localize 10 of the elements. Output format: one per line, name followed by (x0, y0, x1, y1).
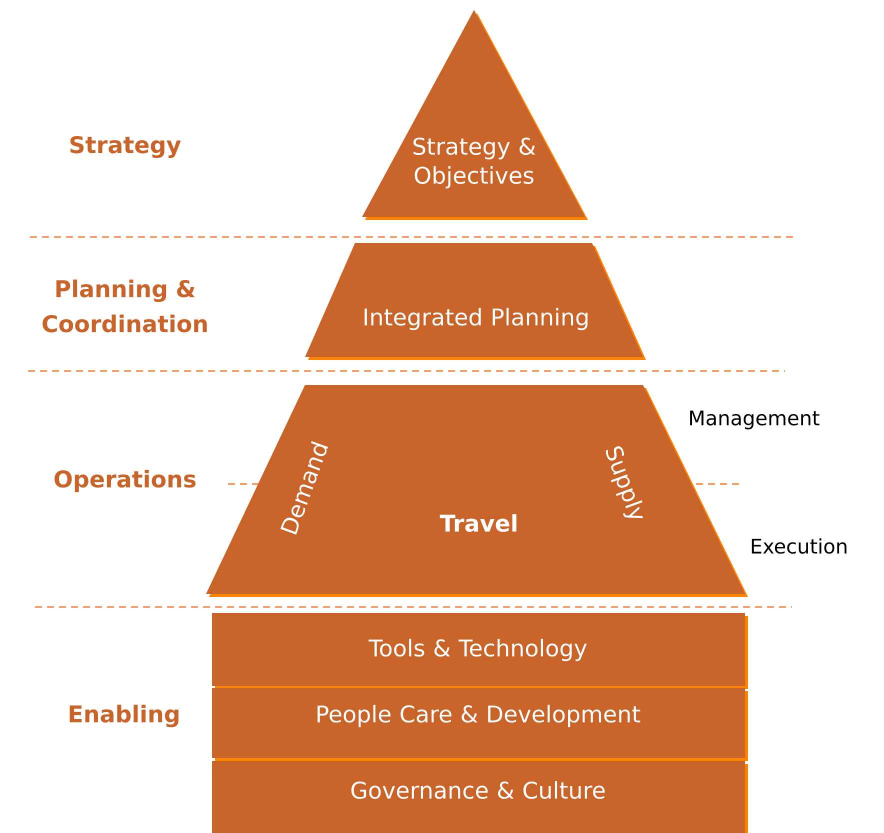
trapezoid: Integrated Planning (305, 243, 646, 360)
level-label: Enabling (70, 704, 178, 728)
triangle: Strategy & Objectives (362, 10, 588, 220)
layer-box: Governance & Culture (212, 761, 748, 833)
layer-box: People Care & Development (212, 688, 748, 761)
layer-box: Tools & Technology (212, 613, 748, 689)
node-label: Tools & Technology (368, 638, 587, 662)
side-label: Execution (752, 538, 846, 554)
level-label: Planning & Coordination (42, 280, 207, 332)
level-label: Strategy (70, 136, 181, 158)
